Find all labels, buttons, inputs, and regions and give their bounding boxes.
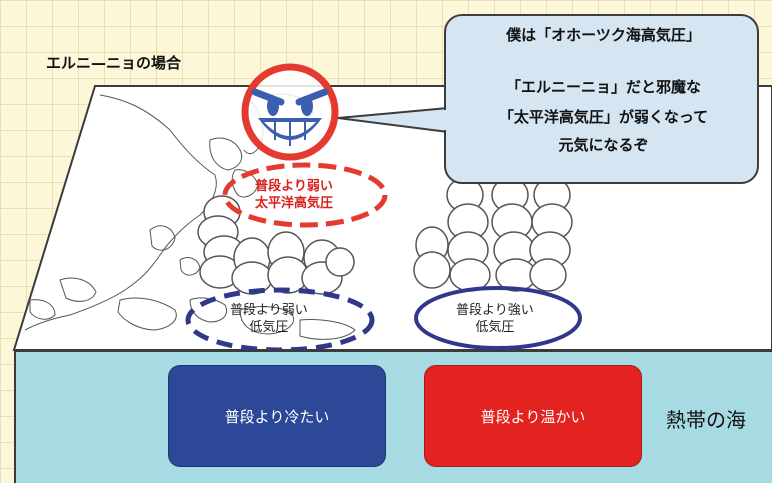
tropical-sea [14,350,772,483]
speech-bubble: 僕は「オホーツク海高気圧」 「エルニーニョ」だと邪魔な 「太平洋高気圧」が弱くな… [444,14,759,184]
low-west-label-line2: 低気圧 [249,320,289,335]
low-pressure-west-label: 普段より弱い 低気圧 [230,302,308,336]
low-east-label-line1: 普段より強い [456,303,534,318]
cold-sea-box: 普段より冷たい [168,365,386,467]
speech-bubble-tail-join [443,110,449,130]
tropical-sea-label: 熱帯の海 [666,408,746,432]
warm-sea-box: 普段より温かい [424,365,642,467]
low-west-label-line1: 普段より弱い [230,303,308,318]
diagram-title: エルニ—ニョの場合 [46,54,182,72]
cloud-cluster-east [413,177,573,292]
cold-sea-label: 普段より冷たい [224,407,330,426]
pacific-high-label-line2: 太平洋高気圧 [255,196,334,211]
okhotsk-high-character [241,63,339,161]
low-east-label-line2: 低気圧 [475,320,515,335]
pacific-high-label-line1: 普段より弱い [255,179,333,194]
speech-line-3: 「太平洋高気圧」が弱くなって [498,108,709,126]
speech-line-1: 僕は「オホーツク海高気圧」 [506,26,701,44]
pacific-high-ring [222,162,388,228]
cloud-cluster-west [231,231,355,295]
low-pressure-east-ring [414,286,582,350]
pacific-high-label: 普段より弱い 太平洋高気圧 [255,178,333,212]
warm-sea-label: 普段より温かい [480,407,586,426]
low-pressure-east-label: 普段より強い 低気圧 [456,302,534,336]
speech-line-4: 元気になるぞ [558,136,649,154]
speech-line-2: 「エルニーニョ」だと邪魔な [505,78,701,96]
